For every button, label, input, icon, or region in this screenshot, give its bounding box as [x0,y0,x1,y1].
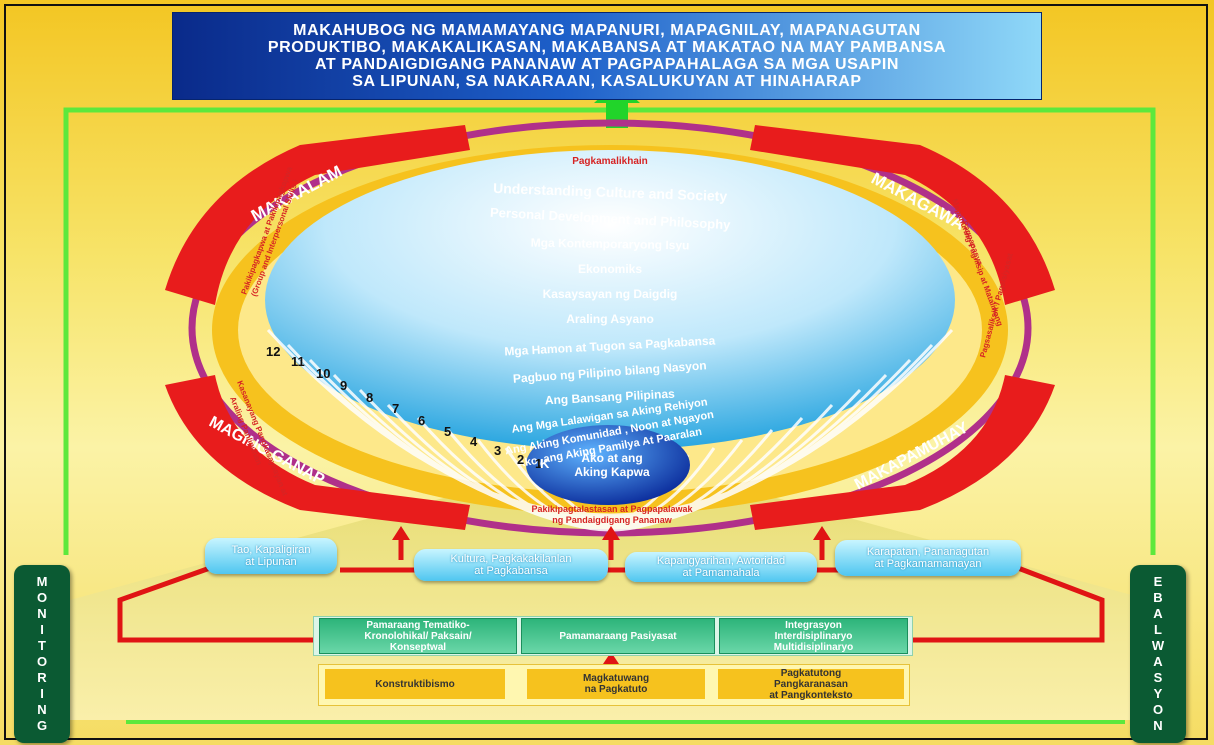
theme-line2: at Pamamahala [682,567,760,579]
arc-makaalam [165,125,470,305]
side-letter: M [36,574,48,589]
level-number: 6 [418,413,425,428]
side-letter: E [1153,574,1163,589]
approach-box: Pamaraang Tematiko-Kronolohikal/ Paksain… [319,618,517,654]
side-letter: T [38,638,46,653]
theory-line2: na Pagkatuto [584,684,648,695]
side-letter: O [36,590,48,605]
approach-box: Pamamaraang Pasiyasat [521,618,715,654]
level-number: 11 [291,354,305,369]
subject-label: Ang Bansang Pilipinas [544,387,675,408]
subject-label: Ekonomiks [578,262,642,276]
subject-label: Mga Kontemporaryong Isyu [531,236,690,253]
level-number: 8 [366,390,373,405]
level-number: 12 [266,344,280,359]
arc-makapamuhay [750,375,1055,530]
theory-line1: Konstruktibismo [375,678,455,690]
approach-line3: Konseptwal [389,641,447,653]
core-line1: Ako at ang [581,451,642,465]
theme-line1: Kapangyarihan, Awtoridad [656,555,786,567]
approach-line2: Interdisiplinaryo [774,630,853,642]
side-letter: O [36,654,48,669]
level-number: 9 [340,378,347,393]
approach-line1: Pamamaraang Pasiyasat [559,630,677,642]
side-letter: A [1153,654,1163,669]
level-number: 1 [535,456,542,471]
goal-line3: AT PANDAIGDIGANG PANANAW AT PAGPAPAHALAG… [314,56,900,73]
theme-line2: at Pagkamamamayan [874,558,982,570]
goal-line1: MAKAHUBOG NG MAMAMAYANG MAPANURI, MAPAGN… [293,22,921,39]
side-letter: I [40,686,44,701]
theme-line1: Tao, Kapaligiran [231,544,311,556]
arrow-up-icon [603,652,619,664]
subject-bowl [265,150,955,450]
side-letter: B [1153,590,1163,605]
subject-label: Kasaysayan ng Daigdig [543,287,678,301]
approach-line1: Integrasyon [785,619,842,631]
core-line2: Aking Kapwa [574,465,650,479]
theory-box: Konstruktibismo [325,669,505,699]
arrow-up-icon [813,526,831,540]
theory-line2: Pangkaranasan [774,678,848,690]
side-letter: N [37,702,47,717]
approach-line1: Pamaraang Tematiko- [366,619,470,631]
side-letter: N [37,606,47,621]
arc-makagawa [750,125,1055,305]
side-letter: L [1154,622,1162,637]
level-number: 2 [517,452,524,467]
level-number: 10 [316,366,330,381]
level-number: 5 [444,424,451,439]
approach-line3: Multidisiplinaryo [773,641,854,653]
side-letter: S [1153,670,1163,685]
arrow-up-icon [602,526,620,540]
core-circle [526,425,690,505]
side-letter: I [40,622,44,637]
side-letter: R [37,670,47,685]
skill-bottom-line2: ng Pandaigdigang Pananaw [552,515,673,525]
level-number: 4 [470,434,478,449]
goal-line4: SA LIPUNAN, SA NAKARAAN, KASALUKUYAN AT … [352,73,862,90]
side-letter: A [1153,606,1163,621]
subject-label: Araling Asyano [566,312,654,326]
theme-line1: Karapatan, Pananagutan [866,546,990,558]
side-letter: G [36,718,48,733]
theme-line2: at Pagkabansa [474,565,548,577]
image-border [4,4,1208,740]
core-level-num: K [540,456,550,471]
goal-line2: PRODUKTIBO, MAKAKALIKASAN, MAKABANSA AT … [267,39,947,56]
side-letter: O [1152,702,1164,717]
level-number: 7 [392,401,399,416]
skill-top: Pagkamalikhain [572,156,648,167]
arc-maging-ganap [165,375,470,530]
theme-line2: at Lipunan [245,556,297,568]
goal-banner: MAKAHUBOG NG MAMAMAYANG MAPANURI, MAPAGN… [172,12,1042,100]
skill-bottom-line1: Pakikipagtalastasan at Pagpapalawak [531,504,693,514]
theme-line1: Kultura, Pagkakakilanlan [450,553,572,565]
side-letter: W [1151,638,1165,653]
theory-line1: Magkatuwang [582,673,650,684]
theory-line3: at Pangkonteksto [769,689,853,701]
theory-line1: Pagkatutong [780,667,842,679]
approach-line2: Kronolohikal/ Paksain/ [364,630,472,642]
level-number: 3 [494,443,501,458]
side-letter: Y [1153,686,1163,701]
side-letter: N [1153,718,1163,733]
arrow-up-icon [392,526,410,540]
